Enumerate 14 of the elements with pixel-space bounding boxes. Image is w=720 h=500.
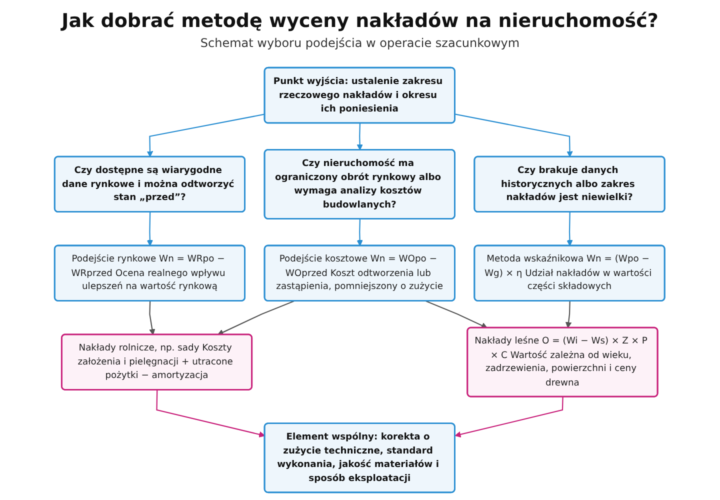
arrow	[567, 212, 574, 246]
arrow	[156, 390, 266, 438]
arrow	[357, 219, 364, 246]
arrow	[218, 300, 295, 336]
diagram-title: Jak dobrać metodę wyceny nakładów na nieruchomość?	[62, 10, 658, 32]
arrow	[426, 300, 488, 328]
arrow	[455, 114, 574, 158]
arrow	[455, 396, 564, 438]
arrow	[147, 212, 154, 246]
arrow	[147, 114, 266, 158]
arrow	[566, 301, 572, 328]
subtitle: Schemat wyboru podejścia w operacie szacunkowym	[200, 36, 520, 50]
arrow	[149, 301, 156, 336]
arrow	[357, 123, 364, 150]
